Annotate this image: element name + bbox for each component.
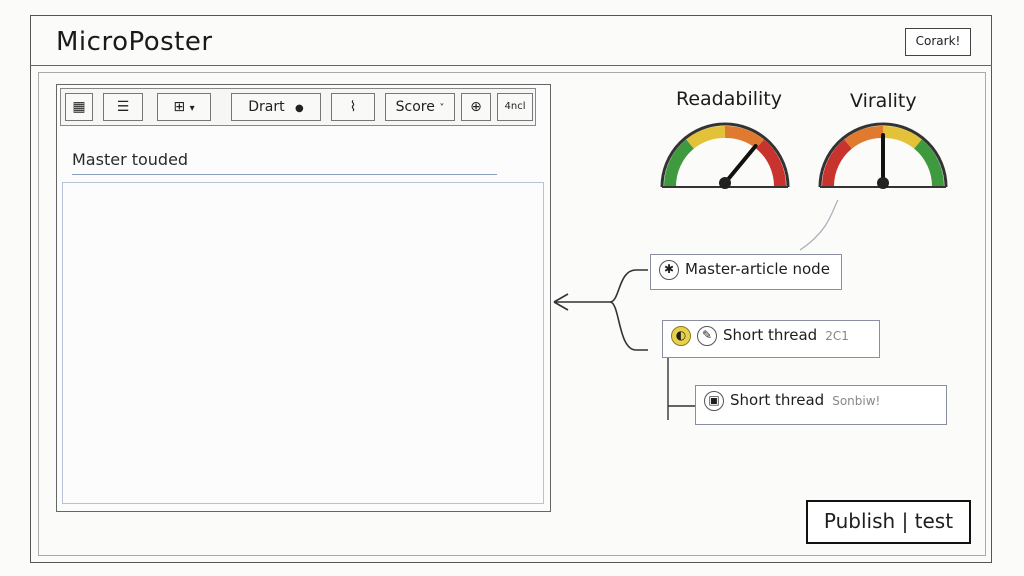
readability-gauge [660, 122, 790, 189]
extra-tool-label: 4ncl [504, 101, 526, 112]
node-status: 2C1 [825, 329, 849, 343]
score-label: Score [395, 99, 435, 115]
flow-connectors [553, 199, 839, 420]
score-caret-icon: ˅ [439, 103, 445, 114]
editor-panel [56, 84, 551, 512]
zoom-icon[interactable]: ⊕ [461, 93, 491, 121]
corner-button[interactable]: Corark! [905, 28, 971, 56]
node-label: Master-article node [685, 260, 830, 278]
record-icon: ● [295, 103, 304, 114]
grid-icon[interactable]: ▦ [65, 93, 93, 121]
header-divider [30, 65, 992, 66]
editor-toolbar: ▦ ☰ ⊞ ▾ Drart ● ⌇ Score ˅ ⊕ 4ncl [60, 88, 536, 126]
image-icon: ▣ [704, 390, 724, 411]
node-status: Sonbiw! [832, 394, 881, 408]
virality-gauge [818, 122, 948, 189]
main-area [38, 72, 986, 556]
readability-needle [723, 144, 758, 185]
format-icon: ⊞ [173, 99, 186, 115]
draft-button[interactable]: Drart ● [231, 93, 321, 121]
list-icon[interactable]: ☰ [103, 93, 143, 121]
chat-icon: ✎ [697, 325, 717, 346]
master-article-node[interactable]: ✱ Master-article node [650, 254, 842, 290]
node-label: Short thread [723, 326, 818, 344]
node-label: Short thread [730, 391, 825, 409]
score-dropdown[interactable]: Score ˅ [385, 93, 455, 121]
bulb-icon: ◐ [671, 325, 691, 346]
draft-label: Drart [248, 99, 285, 115]
chart-icon[interactable]: ⌇ [331, 93, 375, 121]
editor-textarea[interactable] [62, 182, 544, 504]
short-thread-node-1[interactable]: ◐ ✎ Short thread 2C1 [662, 320, 880, 358]
readability-label: Readability [676, 88, 782, 110]
chevron-down-icon: ▾ [189, 103, 195, 114]
editor-heading-underline [72, 174, 497, 175]
editor-heading[interactable]: Master touded [72, 150, 189, 169]
app-window [30, 15, 992, 563]
node-icon: ✱ [659, 259, 679, 280]
format-dropdown[interactable]: ⊞ ▾ [157, 93, 211, 121]
virality-label: Virality [850, 90, 917, 112]
short-thread-node-2[interactable]: ▣ Short thread Sonbiw! [695, 385, 947, 425]
app-title: MicroPoster [56, 27, 213, 57]
publish-button[interactable]: Publish | test [806, 500, 971, 544]
extra-tool-button[interactable]: 4ncl [497, 93, 533, 121]
